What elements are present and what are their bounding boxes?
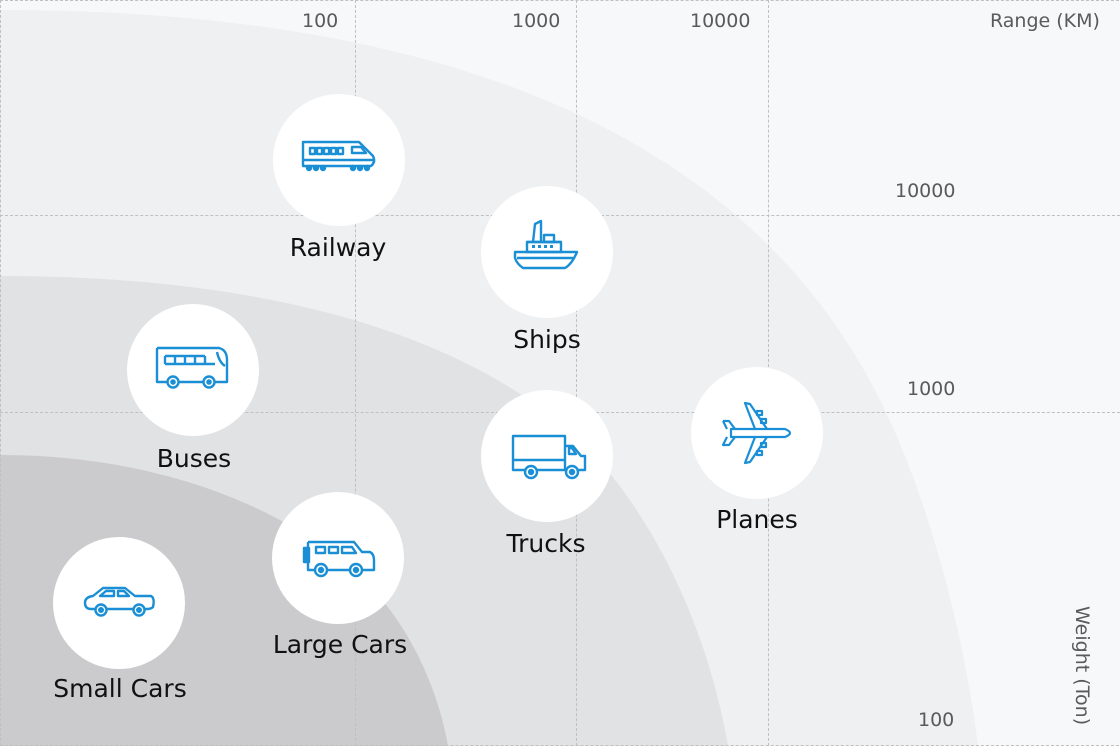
node-railway xyxy=(273,94,405,226)
bus-icon xyxy=(155,346,229,389)
gridline-x-100 xyxy=(355,0,356,746)
node-small-cars xyxy=(53,537,185,669)
gridline-x-1000 xyxy=(576,0,577,746)
suv-icon xyxy=(302,540,376,578)
node-buses xyxy=(127,304,259,436)
car-icon xyxy=(83,586,155,617)
y-tick-10000: 10000 xyxy=(895,180,956,202)
x-tick-100: 100 xyxy=(302,10,339,32)
label-planes: Planes xyxy=(716,505,798,534)
label-ships: Ships xyxy=(513,325,581,354)
label-trucks: Trucks xyxy=(506,529,586,558)
node-planes xyxy=(691,367,823,499)
x-tick-1000: 1000 xyxy=(512,10,561,32)
x-tick-10000: 10000 xyxy=(690,10,751,32)
train-icon xyxy=(301,140,376,172)
plane-icon xyxy=(721,401,792,465)
x-axis-title: Range (KM) xyxy=(990,10,1100,32)
label-small-cars: Small Cars xyxy=(53,674,187,703)
node-trucks xyxy=(481,390,613,522)
label-buses: Buses xyxy=(156,444,232,473)
label-railway: Railway xyxy=(289,233,387,262)
label-large-cars: Large Cars xyxy=(272,630,408,659)
truck-icon xyxy=(511,434,587,480)
y-axis-title: Weight (Ton) xyxy=(1071,606,1093,726)
ship-icon xyxy=(513,219,579,270)
y-tick-100: 100 xyxy=(918,709,955,731)
y-tick-1000: 1000 xyxy=(907,378,956,400)
zone-inner xyxy=(0,455,448,746)
node-ships xyxy=(481,186,613,318)
node-large-cars xyxy=(272,492,404,624)
